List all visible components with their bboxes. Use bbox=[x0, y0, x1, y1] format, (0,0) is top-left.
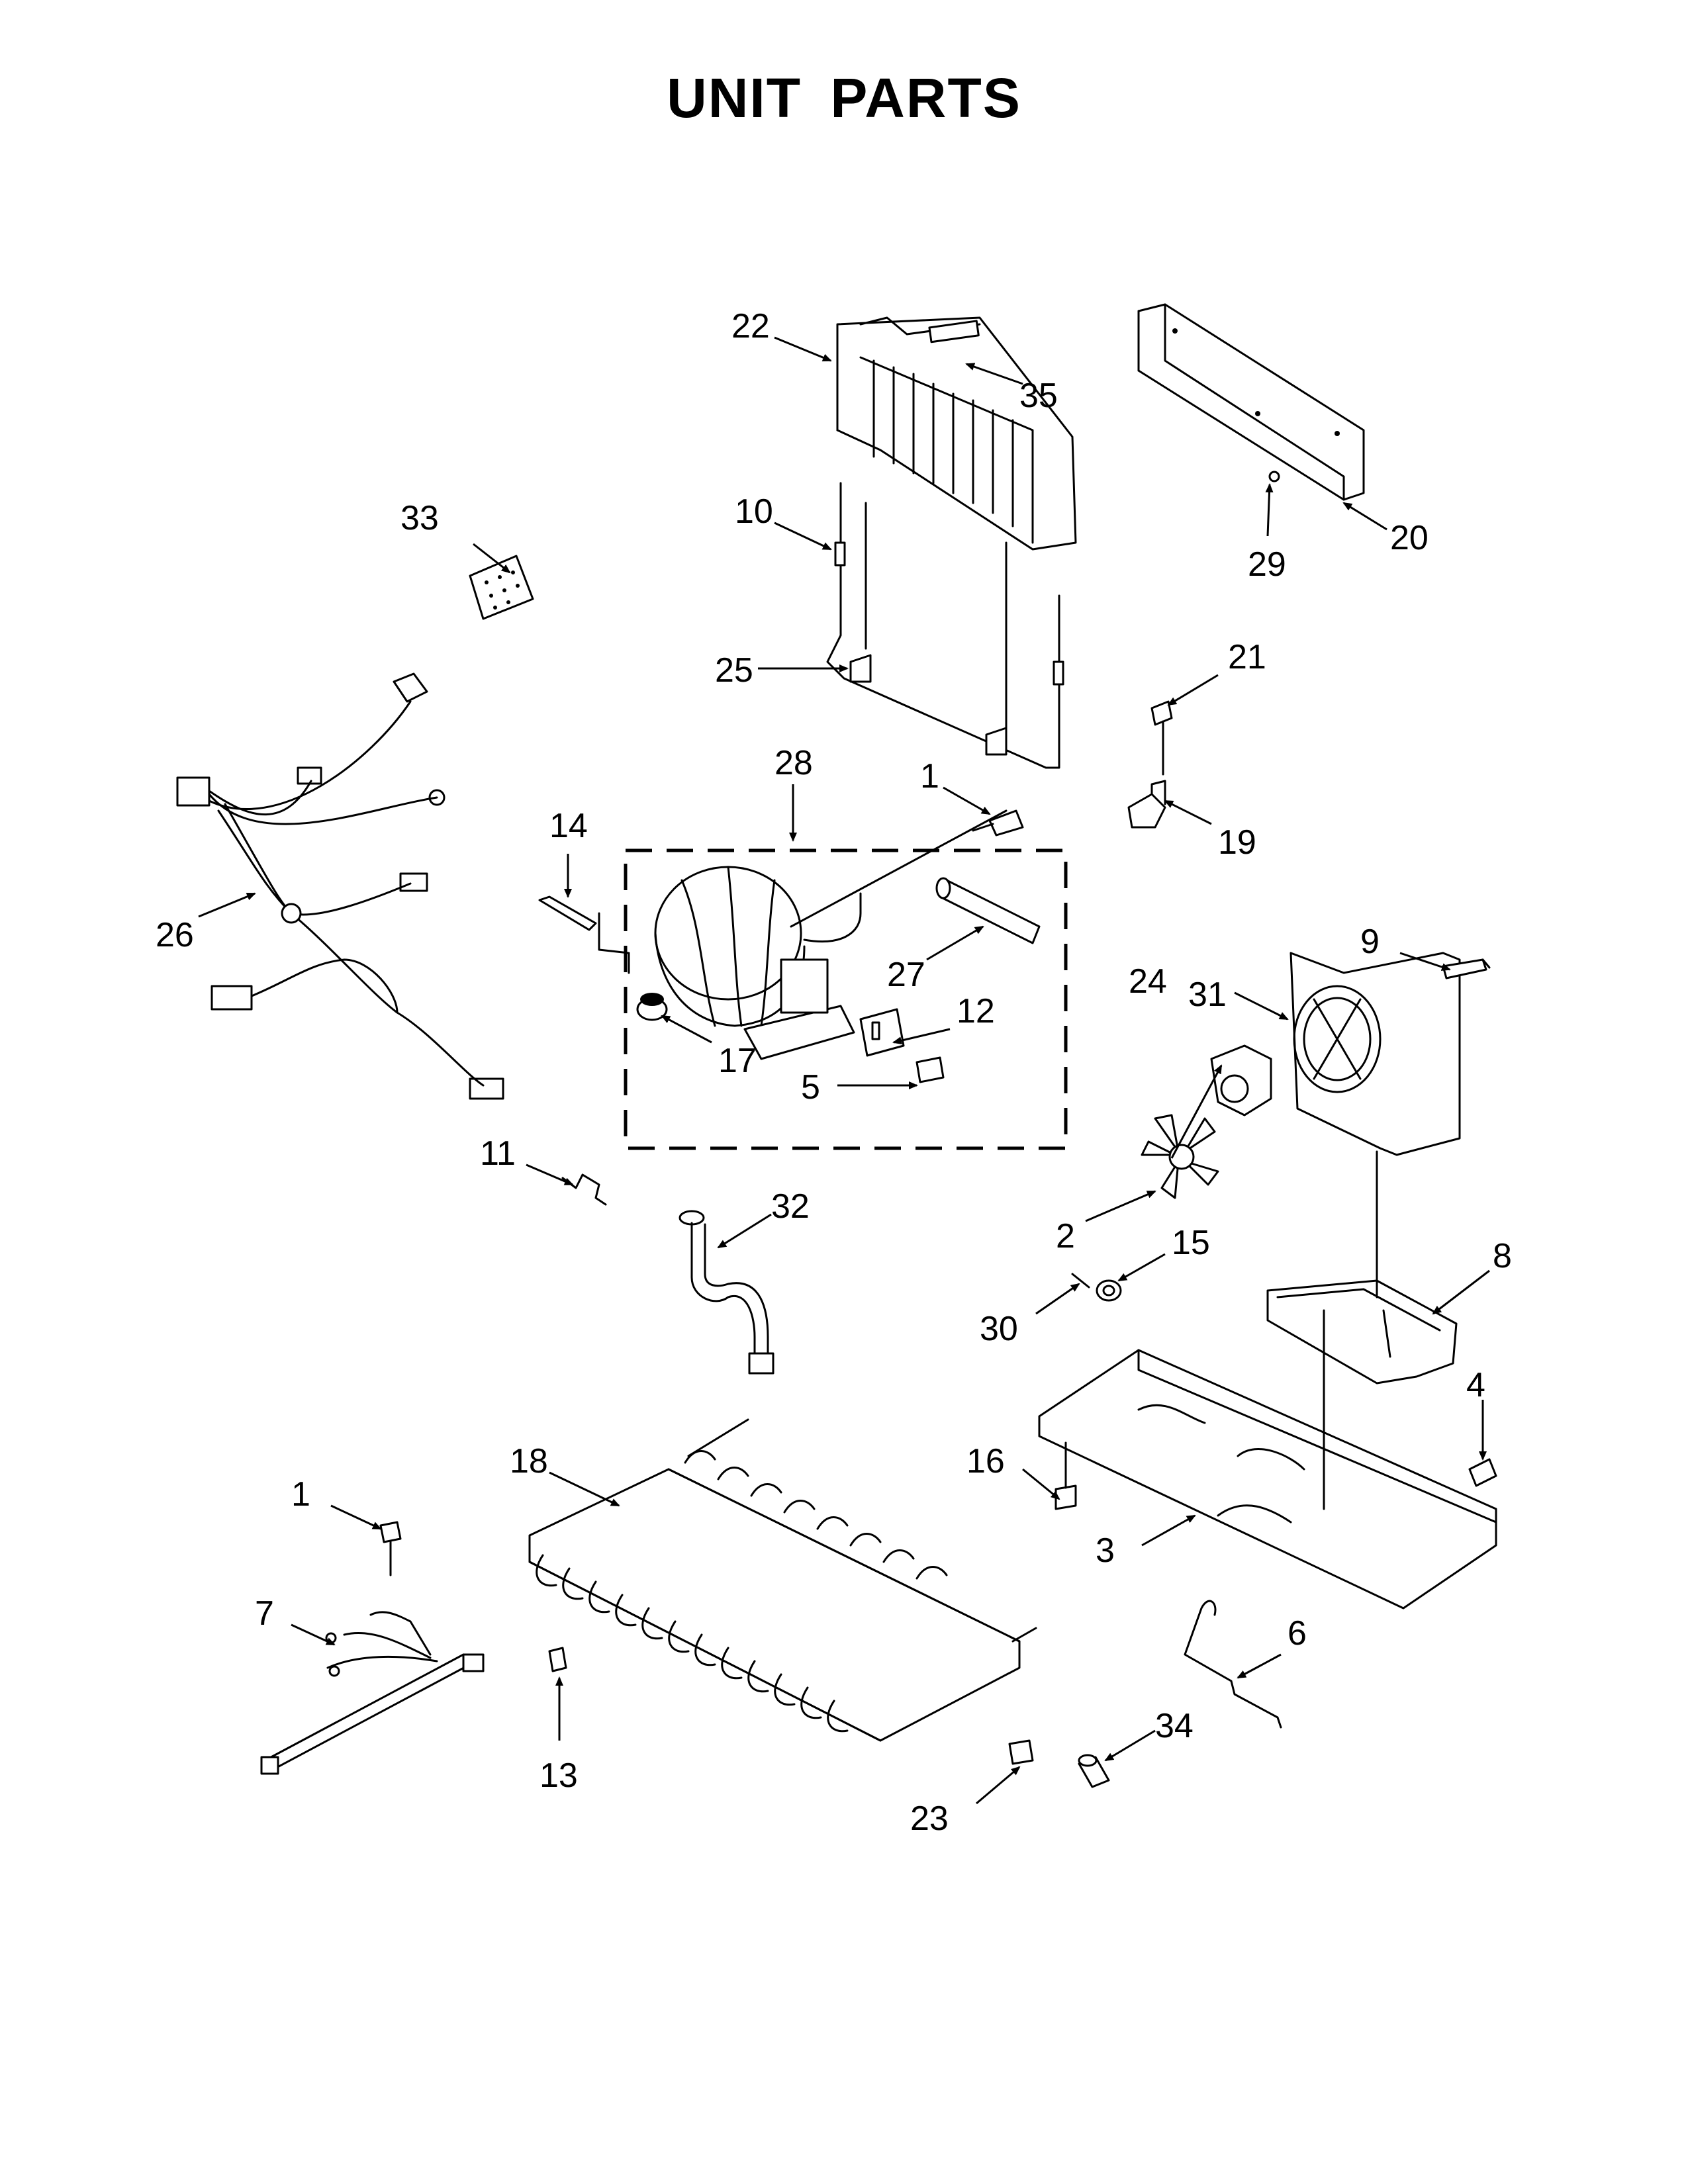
callout-34: 34 bbox=[1155, 1707, 1194, 1745]
callout-5: 5 bbox=[801, 1068, 820, 1107]
callout-24: 24 bbox=[1129, 962, 1167, 1001]
callout-35: 35 bbox=[1019, 377, 1058, 415]
leader-lines bbox=[198, 336, 1490, 1805]
callout-13: 13 bbox=[539, 1756, 578, 1795]
callout-22: 22 bbox=[731, 307, 770, 345]
screw-part-1-lower bbox=[379, 1521, 402, 1576]
fan-blade-part-2 bbox=[1141, 1114, 1219, 1199]
relay-part-12 bbox=[859, 1008, 905, 1057]
wire-harness-part-7 bbox=[260, 1611, 485, 1775]
screw-part-1-upper bbox=[972, 809, 1024, 837]
callout-1-upper: 1 bbox=[920, 757, 939, 796]
callout-9: 9 bbox=[1360, 923, 1380, 961]
callout-11: 11 bbox=[480, 1134, 516, 1173]
screw-part-4 bbox=[1468, 1458, 1497, 1487]
callout-17: 17 bbox=[718, 1042, 757, 1080]
callout-27: 27 bbox=[887, 956, 925, 994]
clip-part-14 bbox=[538, 895, 597, 931]
bushing-part-34 bbox=[1078, 1754, 1110, 1788]
bracket-part-19 bbox=[1127, 780, 1166, 829]
callout-2: 2 bbox=[1056, 1217, 1075, 1255]
wire-part-6 bbox=[1184, 1600, 1282, 1729]
clip-part-23 bbox=[1008, 1739, 1034, 1765]
callout-26: 26 bbox=[156, 916, 194, 954]
drain-tube-part-32 bbox=[679, 1210, 774, 1375]
screw-part-9 bbox=[1442, 958, 1491, 979]
callout-25: 25 bbox=[715, 651, 753, 690]
callout-23: 23 bbox=[910, 1799, 949, 1838]
callout-18: 18 bbox=[510, 1442, 548, 1480]
screw-part-16 bbox=[1055, 1441, 1077, 1510]
condenser-part-22 bbox=[836, 316, 1077, 551]
callout-4: 4 bbox=[1466, 1366, 1485, 1404]
callout-28: 28 bbox=[774, 744, 813, 782]
wire-clip-part-11 bbox=[561, 1173, 607, 1206]
fan-motor-part-24 bbox=[1210, 1044, 1272, 1116]
grommet-part-15 bbox=[1096, 1279, 1122, 1302]
fan-shroud-part-31 bbox=[1289, 952, 1461, 1156]
grommet-part-17 bbox=[636, 993, 668, 1021]
compressor-assembly-part-28 bbox=[598, 809, 1068, 1150]
page-title: UNIT PARTS bbox=[667, 67, 1021, 129]
callout-3: 3 bbox=[1096, 1531, 1115, 1570]
callout-32: 32 bbox=[771, 1187, 810, 1226]
callout-10: 10 bbox=[735, 492, 773, 531]
tubing-part-25 bbox=[826, 482, 1064, 769]
callout-21: 21 bbox=[1228, 638, 1266, 676]
callout-6: 6 bbox=[1288, 1614, 1307, 1653]
overload-part-5 bbox=[915, 1056, 945, 1083]
clip-part-13 bbox=[548, 1647, 567, 1672]
callout-16: 16 bbox=[966, 1442, 1005, 1480]
channel-bracket-part-20 bbox=[1137, 303, 1365, 501]
screw-part-21 bbox=[1150, 700, 1173, 776]
callout-29: 29 bbox=[1248, 545, 1286, 584]
motor-bracket-part-8 bbox=[1266, 1150, 1458, 1385]
base-pan-part-3 bbox=[1038, 1309, 1497, 1610]
wire-harness-part-26 bbox=[176, 672, 504, 1100]
callout-7: 7 bbox=[255, 1594, 274, 1633]
drier-part-27 bbox=[935, 877, 1041, 944]
callout-19: 19 bbox=[1218, 823, 1256, 862]
callout-15: 15 bbox=[1172, 1224, 1210, 1262]
callout-12: 12 bbox=[957, 992, 995, 1030]
control-board-part-33 bbox=[469, 555, 534, 620]
callout-1-lower: 1 bbox=[291, 1475, 310, 1514]
callout-14: 14 bbox=[549, 807, 588, 845]
callout-31: 31 bbox=[1188, 976, 1227, 1014]
pin-part-30 bbox=[1071, 1273, 1090, 1289]
callout-20: 20 bbox=[1390, 519, 1429, 557]
callout-30: 30 bbox=[980, 1310, 1018, 1348]
condenser-coil-part-18 bbox=[528, 1418, 1037, 1742]
callout-labels: 1 1 2 3 4 5 6 7 8 9 10 11 12 13 14 15 16… bbox=[156, 307, 1512, 1838]
callout-8: 8 bbox=[1493, 1237, 1512, 1275]
callout-33: 33 bbox=[400, 499, 439, 537]
